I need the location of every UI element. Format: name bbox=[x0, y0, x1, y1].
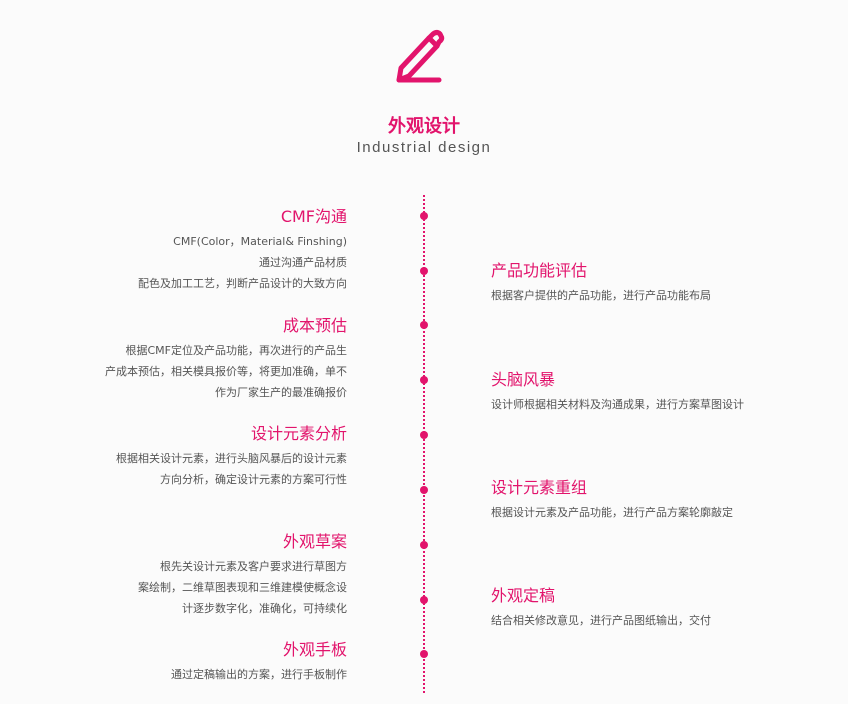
step-desc: 产成本预估，相关模具报价等，将更加准确，单不 bbox=[105, 365, 347, 378]
step-title: CMF沟通 bbox=[280, 207, 347, 226]
step-desc: 通过定稿输出的方案，进行手板制作 bbox=[171, 668, 347, 681]
step-title: 产品功能评估 bbox=[491, 261, 588, 280]
step-desc: 计逐步数字化，准确化，可持续化 bbox=[182, 602, 347, 615]
step-title: 成本预估 bbox=[282, 316, 347, 335]
step-cost: 成本预估 根据CMF定位及产品功能，再次进行的产品生 产成本预估，相关模具报价等… bbox=[105, 316, 347, 403]
step-desc: 根据设计元素及产品功能，进行产品方案轮廓敲定 bbox=[491, 506, 733, 519]
step-cmf: CMF沟通 CMF(Color，Material& Finshing) 通过沟通… bbox=[138, 207, 347, 294]
step-title: 外观定稿 bbox=[491, 586, 556, 605]
step-final: 外观定稿 结合相关修改意见，进行产品图纸输出，交付 bbox=[491, 586, 711, 631]
step-desc: 通过沟通产品材质 bbox=[259, 256, 347, 269]
timeline-dot bbox=[420, 541, 428, 549]
step-title: 设计元素分析 bbox=[250, 424, 347, 443]
timeline-dot bbox=[420, 650, 428, 658]
step-desc: 根先关设计元素及客户要求进行草图方 bbox=[160, 560, 347, 573]
step-element-analysis: 设计元素分析 根据相关设计元素，进行头脑风暴后的设计元素 方向分析，确定设计元素… bbox=[116, 424, 347, 490]
step-prototype: 外观手板 通过定稿输出的方案，进行手板制作 bbox=[171, 640, 347, 685]
step-desc: 结合相关修改意见，进行产品图纸输出，交付 bbox=[491, 614, 711, 627]
timeline-dot bbox=[420, 486, 428, 494]
step-brainstorm: 头脑风暴 设计师根据相关材料及沟通成果，进行方案草图设计 bbox=[491, 370, 744, 415]
timeline-dot bbox=[420, 267, 428, 275]
step-desc: 作为厂家生产的最准确报价 bbox=[215, 386, 347, 399]
timeline-dot bbox=[420, 321, 428, 329]
step-desc: 根据CMF定位及产品功能，再次进行的产品生 bbox=[125, 344, 348, 357]
step-title: 外观草案 bbox=[282, 532, 347, 551]
timeline-dot bbox=[420, 212, 428, 220]
step-desc: 根据相关设计元素，进行头脑风暴后的设计元素 bbox=[116, 452, 347, 465]
pencil-icon bbox=[396, 30, 445, 83]
step-function-eval: 产品功能评估 根据客户提供的产品功能，进行产品功能布局 bbox=[491, 261, 711, 306]
step-desc: 方向分析，确定设计元素的方案可行性 bbox=[160, 473, 347, 486]
step-title: 设计元素重组 bbox=[491, 478, 588, 497]
timeline-dot bbox=[420, 596, 428, 604]
step-desc: 案绘制，二维草图表现和三维建模使概念设 bbox=[138, 581, 347, 594]
timeline-dot bbox=[420, 431, 428, 439]
step-draft: 外观草案 根先关设计元素及客户要求进行草图方 案绘制，二维草图表现和三维建模使概… bbox=[138, 532, 347, 619]
timeline-line bbox=[423, 195, 425, 693]
step-desc: CMF(Color，Material& Finshing) bbox=[173, 235, 347, 248]
section-title: 外观设计 bbox=[388, 116, 460, 137]
section-subtitle: Industrial design bbox=[356, 139, 492, 156]
step-title: 外观手板 bbox=[282, 640, 347, 659]
timeline-dot bbox=[420, 376, 428, 384]
step-desc: 配色及加工工艺，判断产品设计的大致方向 bbox=[138, 277, 347, 290]
step-element-regroup: 设计元素重组 根据设计元素及产品功能，进行产品方案轮廓敲定 bbox=[491, 478, 733, 523]
step-desc: 根据客户提供的产品功能，进行产品功能布局 bbox=[491, 289, 711, 302]
step-desc: 设计师根据相关材料及沟通成果，进行方案草图设计 bbox=[491, 398, 744, 411]
step-title: 头脑风暴 bbox=[491, 370, 556, 389]
